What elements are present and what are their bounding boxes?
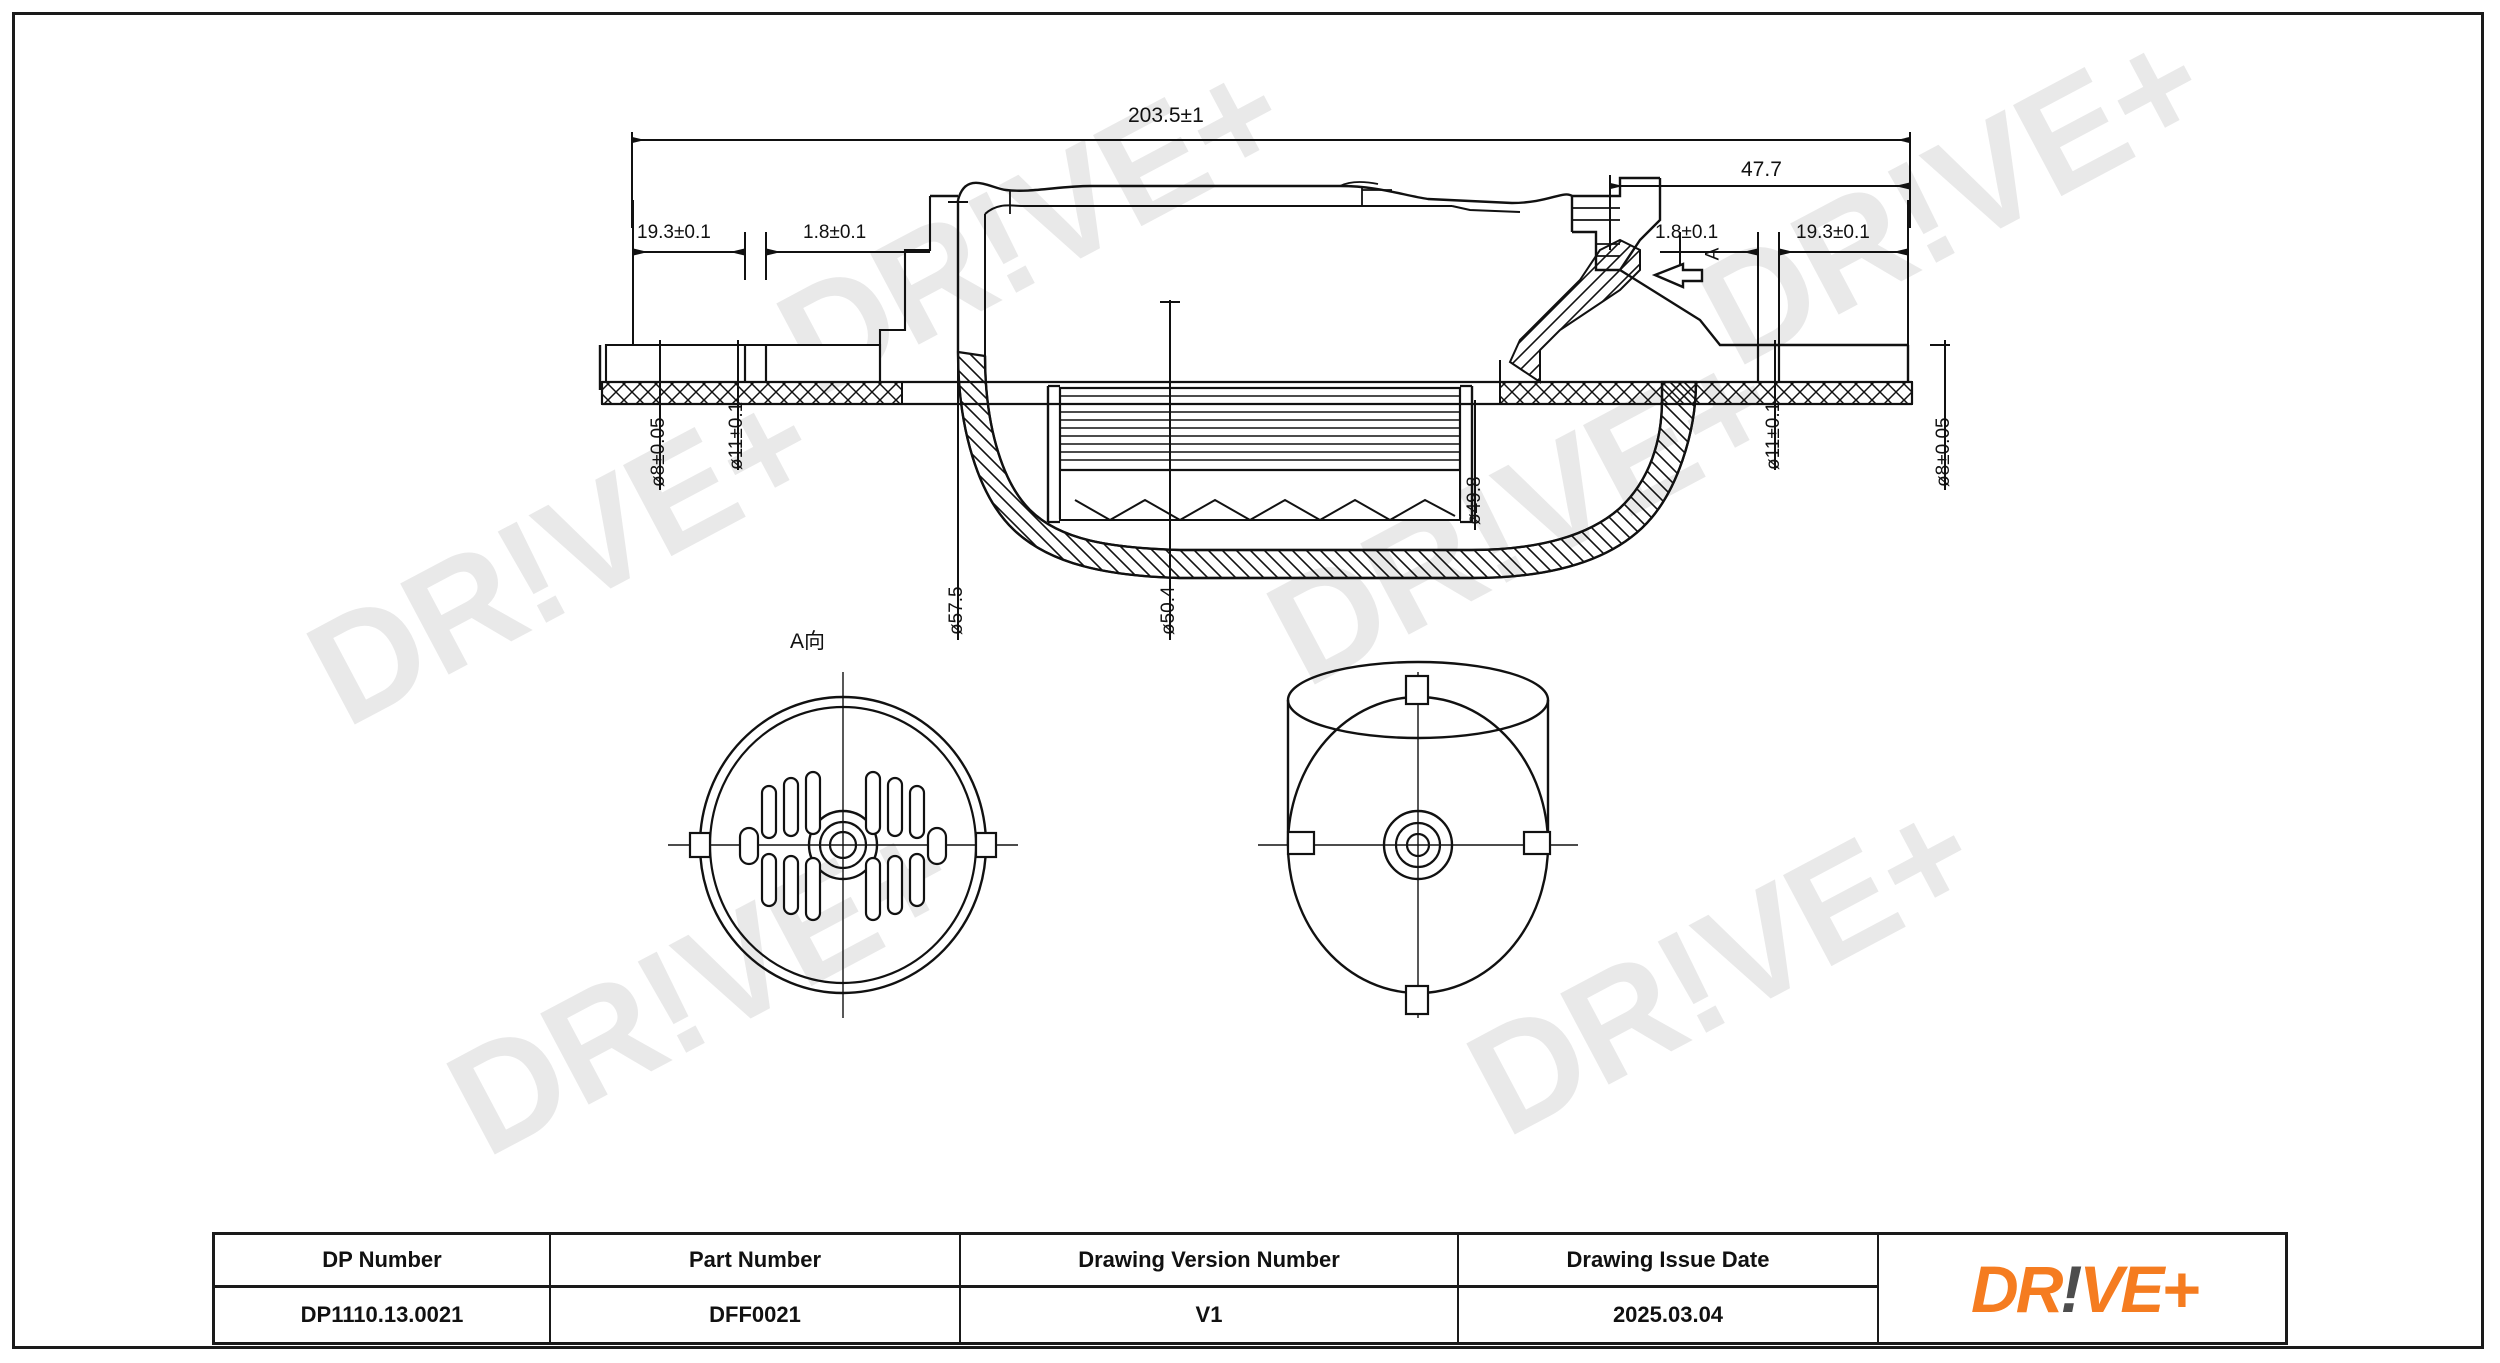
col-value-issue-date: 2025.03.04 [1612, 1302, 1724, 1327]
dim-left-thickness: 1.8±0.1 [803, 222, 867, 243]
dim-left-small-dia: ø8±0.05 [648, 417, 669, 487]
dim-right-offset: 19.3±0.1 [1796, 222, 1870, 243]
drawing-border [12, 12, 2484, 1349]
title-col-part-number: Part Number DFF0021 [551, 1235, 961, 1342]
brand-logo-cell: DR!VE+ [1879, 1235, 2289, 1342]
title-col-version: Drawing Version Number V1 [961, 1235, 1459, 1342]
dim-right-mid-dia: ø11±0.1 [1763, 401, 1784, 470]
dim-body-outer-dia: ø57.5 [946, 586, 967, 635]
col-header-version: Drawing Version Number [961, 1235, 1457, 1288]
logo-text-dr: DR [1971, 1251, 2063, 1326]
logo-text-ve: VE+ [2079, 1251, 2200, 1326]
section-arrow-label: A [1702, 247, 1724, 261]
dim-right-thickness: 1.8±0.1 [1655, 222, 1719, 243]
title-col-dp-number: DP Number DP1110.13.0021 [215, 1235, 551, 1342]
col-value-dp-number: DP1110.13.0021 [300, 1302, 464, 1327]
col-header-issue-date: Drawing Issue Date [1459, 1235, 1877, 1288]
dim-inner-dia: ø49.8 [1464, 476, 1485, 525]
title-block: DP Number DP1110.13.0021 Part Number DFF… [212, 1232, 2288, 1345]
col-value-version: V1 [1195, 1302, 1223, 1327]
col-value-part-number: DFF0021 [709, 1302, 801, 1327]
dim-left-mid-dia: ø11±0.1 [726, 401, 747, 470]
logo-exclamation-icon: ! [2060, 1251, 2082, 1326]
dim-left-offset: 19.3±0.1 [637, 222, 711, 243]
col-header-part-number: Part Number [551, 1235, 959, 1288]
section-view-label: A向 [790, 630, 826, 653]
dim-right-segment: 47.7 [1741, 158, 1782, 181]
dim-overall-length: 203.5±1 [1128, 104, 1204, 127]
col-header-dp-number: DP Number [215, 1235, 549, 1288]
dim-right-small-dia: ø8±0.05 [1933, 417, 1954, 487]
dim-element-dia: ø50.4 [1158, 586, 1179, 635]
brand-logo: DR!VE+ [1971, 1256, 2200, 1322]
title-col-issue-date: Drawing Issue Date 2025.03.04 [1459, 1235, 1879, 1342]
